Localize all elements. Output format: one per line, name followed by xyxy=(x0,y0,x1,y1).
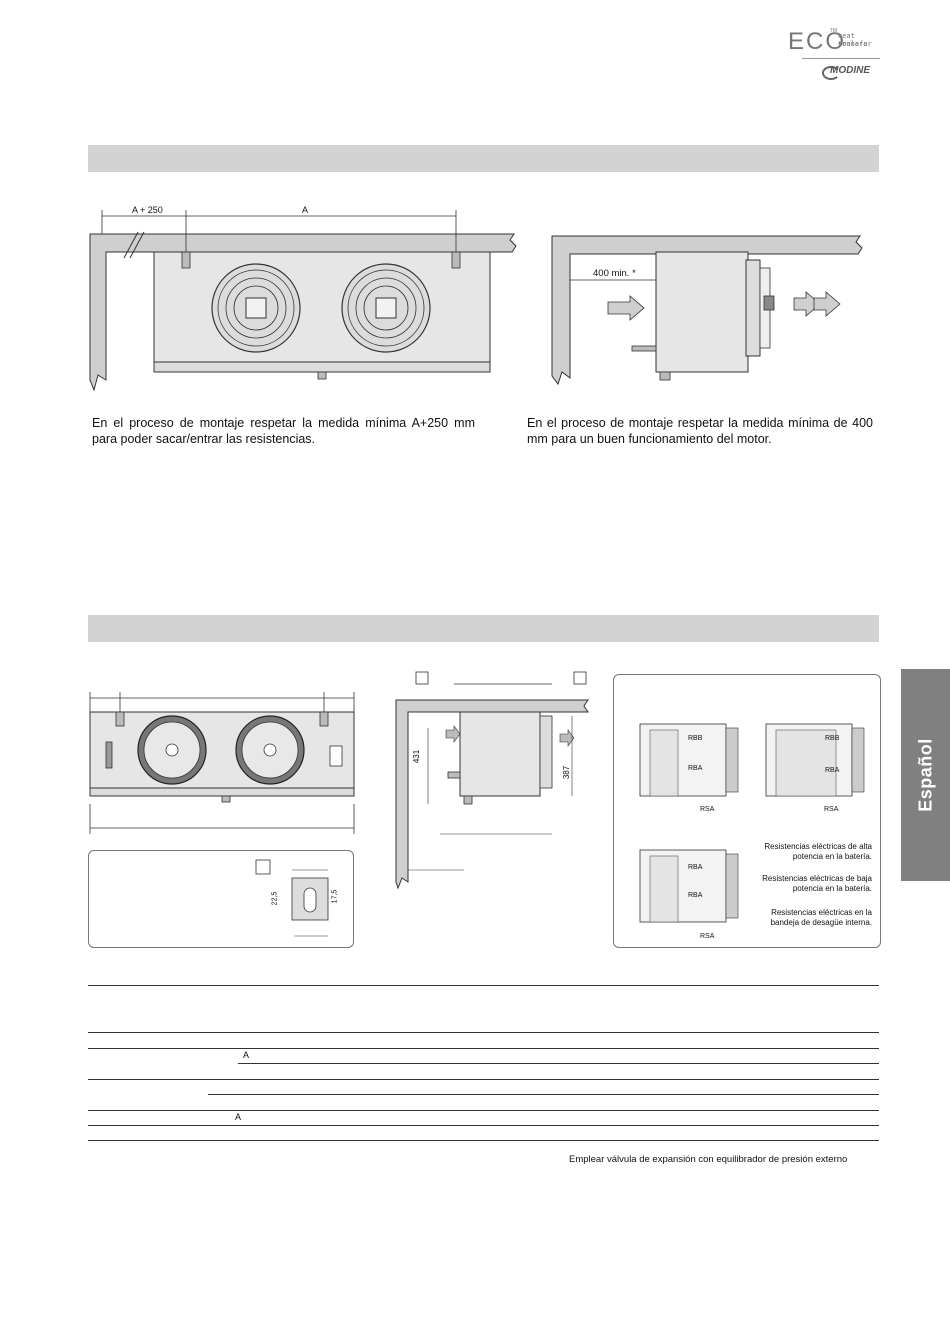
language-tab[interactable]: Español xyxy=(901,669,950,881)
heater-label-rsa-2: RSA xyxy=(824,806,839,813)
installation-front-diagram xyxy=(89,210,517,392)
heater-label-rba-3: RBA xyxy=(688,864,703,871)
heater-label-rbb-2: RBB xyxy=(825,735,840,742)
brand-tagline-2: coolers xyxy=(838,40,868,48)
heater-legend-rbb: Resistencias eléctricas de alta potencia… xyxy=(764,842,872,861)
table-rule xyxy=(88,1140,879,1141)
section-band-installation xyxy=(88,145,879,172)
brand-tagline-1: heat transfer xyxy=(838,32,872,48)
dim-label-387: 387 xyxy=(562,765,572,780)
install-text-right: En el proceso de montaje respetar la med… xyxy=(527,416,873,446)
dim-label-a: A xyxy=(302,205,309,215)
install-text-left: En el proceso de montaje respetar la med… xyxy=(92,416,475,446)
heater-unit-drawings xyxy=(639,723,739,923)
table-rule xyxy=(88,1032,879,1033)
table-rule xyxy=(88,1048,879,1049)
heater-diagram-box xyxy=(613,674,881,948)
table-rule xyxy=(208,1094,879,1095)
table-letter-a-2: A xyxy=(235,1112,242,1122)
heater-unit-drawing-right xyxy=(765,723,865,797)
fan-icon xyxy=(235,715,305,785)
airflow-out-arrow-icon xyxy=(793,291,841,317)
heater-label-rba-2: RBA xyxy=(825,767,840,774)
bracket-detail-box xyxy=(88,850,354,948)
bracket-dim-225: 22,5 xyxy=(271,891,279,906)
bracket-detail-drawing xyxy=(255,859,329,937)
heater-label-rba-1: RBA xyxy=(688,765,703,772)
dim-label-a250: A + 250 xyxy=(132,205,163,215)
bracket-dim-175: 17,5 xyxy=(331,889,339,904)
brand-company: MODINE xyxy=(830,65,870,76)
language-tab-label: Español xyxy=(915,738,935,812)
airflow-in-arrow-icon xyxy=(607,295,645,321)
modine-swoosh-icon xyxy=(822,66,840,80)
installation-side-diagram xyxy=(551,235,863,386)
table-rule xyxy=(88,1125,879,1126)
brand-eco: ECO xyxy=(788,28,847,55)
table-rule xyxy=(88,1110,879,1111)
dim-label-400: 400 min. * xyxy=(593,268,636,279)
table-rule xyxy=(88,985,879,986)
brand-logo: ECO TM heat transfer coolers MODINE xyxy=(786,28,886,84)
heater-legend-rsa: Resistencias eléctricas en la bandeja de… xyxy=(770,908,872,927)
heater-label-rsa-3: RSA xyxy=(700,933,715,940)
table-rule xyxy=(238,1063,879,1064)
electrical-box-icon xyxy=(329,745,343,767)
heater-label-rsa-1: RSA xyxy=(700,806,715,813)
heater-label-rbb-1: RBB xyxy=(688,735,703,742)
brand-rule xyxy=(802,58,880,59)
heater-label-rba-4: RBA xyxy=(688,892,703,899)
table-rule xyxy=(88,1079,879,1080)
heater-legend-rba: Resistencias eléctricas de baja potencia… xyxy=(762,874,872,893)
brand-tm: TM xyxy=(830,28,838,34)
dimension-front-view xyxy=(89,692,355,834)
dimension-side-view xyxy=(395,671,589,890)
fan-icon xyxy=(137,715,207,785)
table-footnote: Emplear válvula de expansión con equilib… xyxy=(569,1154,848,1165)
dim-label-431: 431 xyxy=(412,749,422,764)
table-letter-a-1: A xyxy=(243,1050,250,1060)
fan-icon xyxy=(211,263,301,353)
fan-icon xyxy=(341,263,431,353)
section-band-dimensions xyxy=(88,615,879,642)
